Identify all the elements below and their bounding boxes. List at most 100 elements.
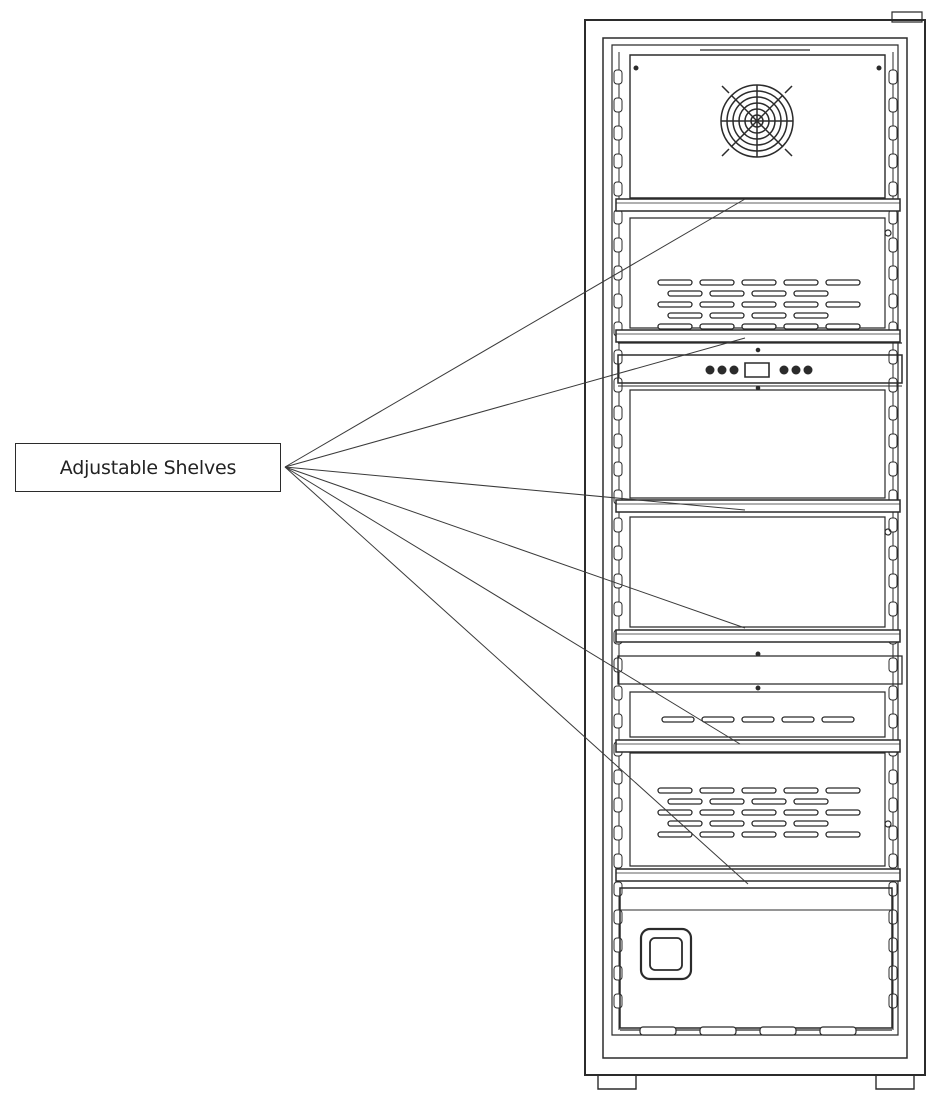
rail-notch-left [614, 854, 622, 868]
fan-icon [721, 85, 793, 157]
vent-slot [658, 832, 692, 837]
rail-notch-left [614, 938, 622, 952]
vent-slot [742, 302, 776, 307]
rail-notch-left [614, 154, 622, 168]
vent-slot [826, 280, 860, 285]
vent-slot [784, 324, 818, 329]
rail-notch-right [889, 826, 897, 840]
cabinet-inner-frame [603, 38, 907, 1058]
rail-notch-right [889, 182, 897, 196]
vent-slot [700, 324, 734, 329]
rail-notch-right [889, 994, 897, 1008]
vent-slot [668, 799, 702, 804]
rail-notch-right [889, 210, 897, 224]
vent-slot [826, 302, 860, 307]
vent-slot [752, 821, 786, 826]
rail-notch-right [889, 966, 897, 980]
vent-slot [658, 324, 692, 329]
rail-notch-left [614, 546, 622, 560]
display-screen [745, 363, 769, 377]
rail-notch-right [889, 434, 897, 448]
rail-notch-right [889, 406, 897, 420]
rail-notch-left [614, 238, 622, 252]
vent-slot [742, 832, 776, 837]
rail-notch-right [889, 714, 897, 728]
rail-notch-right [889, 378, 897, 392]
vent-slot [702, 717, 734, 722]
rail-notch-left [614, 966, 622, 980]
vent-slot [658, 302, 692, 307]
vent-slot [752, 313, 786, 318]
rail-notch-left [614, 518, 622, 532]
foot-right [876, 1075, 914, 1089]
grille-tab [760, 1027, 796, 1035]
rail-notch-right [889, 98, 897, 112]
vent-slot [826, 324, 860, 329]
vent-slot [658, 280, 692, 285]
vent-slot [784, 810, 818, 815]
rail-notch-left [614, 770, 622, 784]
vent-slot [826, 832, 860, 837]
vent-slots [658, 280, 860, 837]
rail-notch-left [614, 406, 622, 420]
vent-slot [710, 799, 744, 804]
callout-label: Adjustable Shelves [59, 456, 237, 479]
grille-tab [700, 1027, 736, 1035]
rail-notch-left [614, 462, 622, 476]
rail-notch-left [614, 910, 622, 924]
control-panel-buttons [705, 365, 813, 375]
rail-notch-right [889, 350, 897, 364]
rail-notch-right [889, 154, 897, 168]
rail-notch-left [614, 714, 622, 728]
control-button-icon [705, 365, 715, 375]
zone-divider [618, 652, 902, 690]
vent-slot [752, 291, 786, 296]
vent-slot [662, 717, 694, 722]
control-button-icon [779, 365, 789, 375]
rail-notch-left [614, 686, 622, 700]
rail-notch-left [614, 798, 622, 812]
rail-notch-left [614, 70, 622, 84]
foot-left [598, 1075, 636, 1089]
shelf-5 [616, 740, 900, 752]
leader-line [285, 467, 740, 744]
cabinet-liner [612, 45, 898, 1035]
shelf-4 [616, 630, 900, 642]
grille-tab [820, 1027, 856, 1035]
rail-notch-left [614, 994, 622, 1008]
rail-notch-right [889, 910, 897, 924]
vent-slot [752, 799, 786, 804]
vent-slot [700, 788, 734, 793]
shelf-3 [616, 500, 900, 512]
shelf-1 [616, 199, 900, 211]
shelf-front [616, 330, 900, 342]
vent-slot [784, 280, 818, 285]
vent-slot [742, 324, 776, 329]
rail-notch-right [889, 770, 897, 784]
cabinet-outer [585, 20, 925, 1075]
top-hinge [892, 12, 922, 22]
rail-notch-left [614, 882, 622, 896]
compressor-cover [620, 888, 892, 1030]
vent-slot [826, 810, 860, 815]
rail-notch-right [889, 798, 897, 812]
vent-slot [784, 302, 818, 307]
rail-notch-left [614, 126, 622, 140]
callout-box: Adjustable Shelves [15, 443, 281, 492]
rail-notch-right [889, 938, 897, 952]
leader-line [285, 199, 745, 467]
shelf-front [616, 740, 900, 752]
rail-notch-right [889, 238, 897, 252]
fan-compartment [630, 50, 885, 198]
grille-tab [640, 1027, 676, 1035]
rail-notch-left [614, 574, 622, 588]
control-button-icon [729, 365, 739, 375]
cabinet [585, 12, 925, 1089]
shelf-front [616, 199, 900, 211]
vent-slot [826, 788, 860, 793]
leader-line [285, 467, 745, 628]
vent-slot [710, 313, 744, 318]
vent-slot [700, 280, 734, 285]
vent-slot [822, 717, 854, 722]
